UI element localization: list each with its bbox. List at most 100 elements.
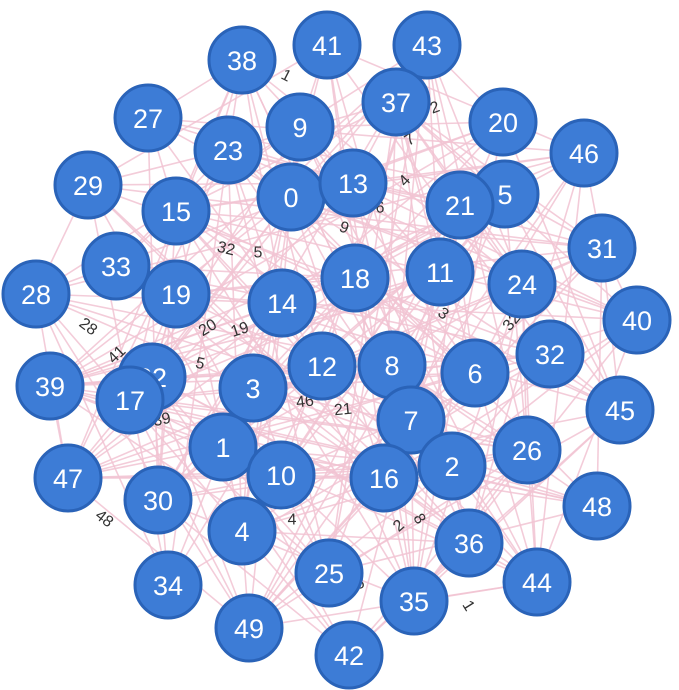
edge-weight-label: 4 (287, 511, 296, 528)
node-label: 41 (312, 31, 342, 61)
node-label: 5 (497, 180, 512, 210)
edge-weight-label: 48 (92, 507, 117, 531)
node-label: 44 (522, 568, 552, 598)
node-label: 45 (605, 396, 635, 426)
node-label: 31 (587, 234, 617, 264)
node-27[interactable]: 27 (115, 85, 181, 151)
node-label: 6 (467, 359, 482, 389)
edge (36, 294, 168, 585)
node-9[interactable]: 9 (267, 94, 333, 160)
node-label: 3 (245, 374, 260, 404)
node-label: 39 (35, 372, 65, 402)
node-label: 40 (622, 306, 652, 336)
node-label: 47 (53, 464, 83, 494)
node-label: 9 (292, 113, 307, 143)
node-20[interactable]: 20 (470, 89, 536, 155)
node-32[interactable]: 32 (517, 321, 583, 387)
node-label: 43 (412, 31, 442, 61)
node-21[interactable]: 21 (427, 172, 493, 238)
node-label: 36 (454, 529, 484, 559)
node-25[interactable]: 25 (296, 540, 362, 606)
node-42[interactable]: 42 (316, 622, 382, 688)
node-13[interactable]: 13 (320, 150, 386, 216)
node-3[interactable]: 3 (220, 355, 286, 421)
node-45[interactable]: 45 (587, 377, 653, 443)
node-label: 10 (266, 461, 296, 491)
node-label: 14 (267, 289, 297, 319)
node-23[interactable]: 23 (195, 117, 261, 183)
node-18[interactable]: 18 (322, 245, 388, 311)
node-36[interactable]: 36 (436, 510, 502, 576)
edge-weight-label: 1 (458, 598, 477, 615)
node-label: 24 (507, 270, 537, 300)
edge-weight-label: 28 (76, 315, 101, 339)
node-26[interactable]: 26 (494, 417, 560, 483)
node-label: 37 (381, 88, 411, 118)
node-4[interactable]: 4 (209, 498, 275, 564)
node-label: 32 (535, 340, 565, 370)
node-30[interactable]: 30 (125, 467, 191, 533)
node-label: 23 (213, 136, 243, 166)
node-46[interactable]: 46 (551, 120, 617, 186)
node-0[interactable]: 0 (258, 164, 324, 230)
node-17[interactable]: 17 (97, 367, 163, 433)
node-label: 49 (234, 614, 264, 644)
node-39[interactable]: 39 (17, 353, 83, 419)
node-24[interactable]: 24 (489, 251, 555, 317)
node-47[interactable]: 47 (35, 445, 101, 511)
node-label: 26 (512, 436, 542, 466)
node-label: 28 (21, 280, 51, 310)
node-label: 18 (340, 264, 370, 294)
node-1[interactable]: 1 (190, 414, 256, 480)
edge-weight-label: 21 (333, 401, 353, 420)
edge-weight-label: 1 (278, 66, 294, 85)
node-44[interactable]: 44 (504, 549, 570, 615)
node-2[interactable]: 2 (419, 433, 485, 499)
node-label: 17 (115, 386, 145, 416)
node-label: 15 (161, 197, 191, 227)
node-label: 29 (73, 171, 103, 201)
node-label: 25 (314, 559, 344, 589)
node-label: 7 (403, 406, 418, 436)
node-34[interactable]: 34 (135, 552, 201, 618)
node-label: 34 (153, 571, 183, 601)
node-label: 11 (426, 258, 454, 288)
node-12[interactable]: 12 (289, 333, 355, 399)
node-43[interactable]: 43 (394, 12, 460, 78)
node-14[interactable]: 14 (249, 270, 315, 336)
node-label: 30 (143, 486, 173, 516)
node-16[interactable]: 16 (351, 445, 417, 511)
node-38[interactable]: 38 (209, 27, 275, 93)
node-label: 20 (488, 108, 518, 138)
node-label: 1 (215, 433, 230, 463)
node-35[interactable]: 35 (381, 568, 447, 634)
node-label: 2 (444, 452, 459, 482)
node-label: 19 (161, 280, 191, 310)
node-label: 21 (445, 191, 475, 221)
node-10[interactable]: 10 (248, 442, 314, 508)
node-label: 33 (101, 252, 131, 282)
node-41[interactable]: 41 (294, 12, 360, 78)
node-49[interactable]: 49 (216, 595, 282, 661)
node-48[interactable]: 48 (564, 473, 630, 539)
node-29[interactable]: 29 (55, 152, 121, 218)
node-label: 0 (283, 183, 298, 213)
node-label: 12 (307, 352, 337, 382)
node-28[interactable]: 28 (3, 261, 69, 327)
node-40[interactable]: 40 (604, 287, 670, 353)
node-label: 4 (234, 517, 249, 547)
node-label: 48 (582, 492, 612, 522)
node-6[interactable]: 6 (442, 340, 508, 406)
node-label: 8 (384, 351, 399, 381)
node-19[interactable]: 19 (143, 261, 209, 327)
node-label: 35 (399, 587, 429, 617)
node-33[interactable]: 33 (83, 233, 149, 299)
node-label: 16 (369, 464, 399, 494)
node-15[interactable]: 15 (143, 178, 209, 244)
node-31[interactable]: 31 (569, 215, 635, 281)
edge-weight-label: 5 (194, 355, 207, 374)
edge-weight-label: 5 (254, 245, 263, 262)
node-11[interactable]: 11 (407, 239, 473, 305)
node-37[interactable]: 37 (363, 69, 429, 135)
